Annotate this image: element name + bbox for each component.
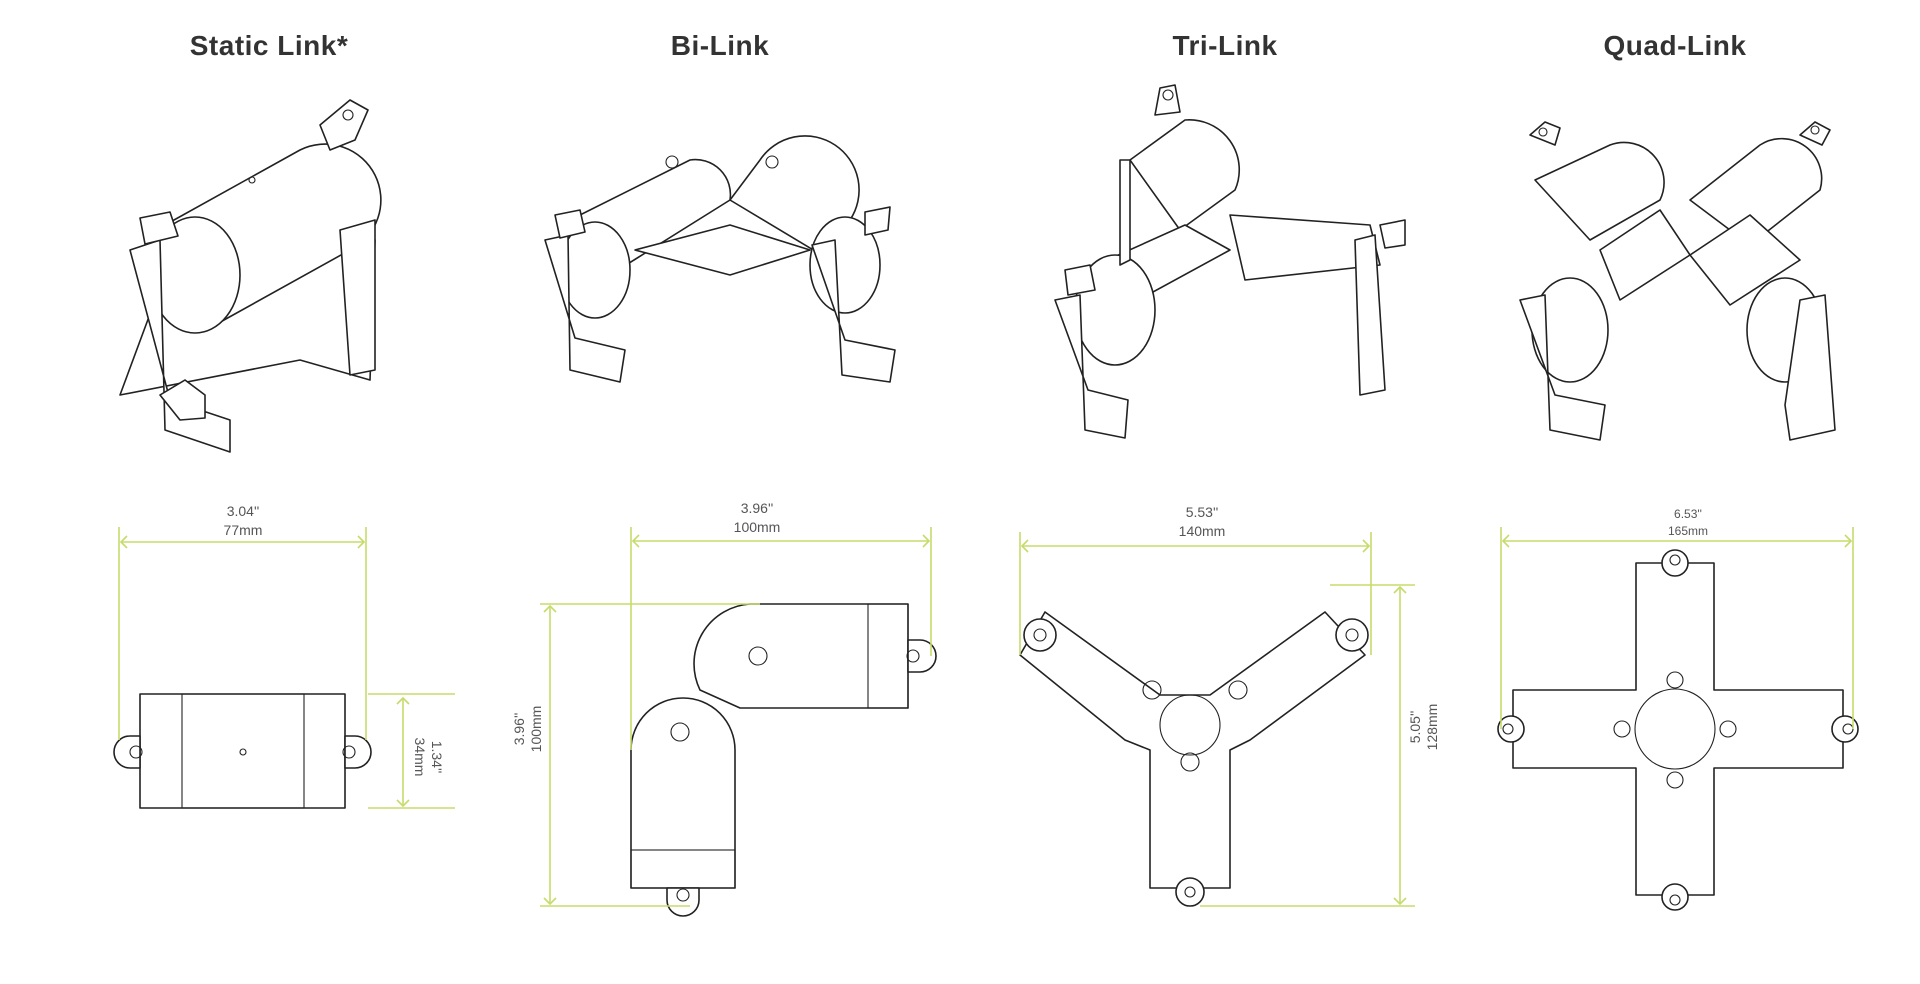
quad-link-top-view bbox=[1497, 549, 1859, 911]
static-link-width-label: 3.04'' 77mm bbox=[224, 502, 263, 540]
tri-link-iso-drawing bbox=[1054, 84, 1406, 439]
bi-link-iso-drawing bbox=[544, 135, 896, 383]
bi-link-width-in: 3.96'' bbox=[740, 500, 774, 516]
bi-link-width-mm: 100mm bbox=[733, 519, 781, 535]
bi-link-width-label: 3.96'' 100mm bbox=[734, 499, 781, 537]
tri-link-top-view bbox=[1019, 611, 1369, 907]
title-static-link: Static Link* bbox=[189, 30, 349, 61]
bi-link-top-view bbox=[630, 603, 937, 917]
static-link-iso-drawing bbox=[119, 99, 382, 453]
static-link-height-in: 1.34'' bbox=[429, 740, 445, 774]
tri-link-width-label: 5.53'' 140mm bbox=[1179, 503, 1226, 541]
dimension-lines bbox=[118, 527, 1854, 907]
quad-link-width-in: 6.53'' bbox=[1674, 507, 1702, 521]
title-quad-link: Quad-Link bbox=[1603, 30, 1747, 61]
title-tri-link: Tri-Link bbox=[1172, 30, 1278, 61]
tri-link-height-label: 5.05'' 128mm bbox=[1407, 687, 1441, 767]
tri-link-height-mm: 128mm bbox=[1424, 703, 1440, 751]
tri-link-height-in: 5.05'' bbox=[1407, 710, 1423, 744]
static-link-height-mm: 34mm bbox=[412, 737, 428, 777]
quad-link-width-mm: 165mm bbox=[1667, 524, 1709, 538]
quad-link-iso-drawing bbox=[1519, 121, 1836, 441]
bi-link-height-mm: 100mm bbox=[528, 705, 544, 753]
bi-link-height-label: 3.96'' 100mm bbox=[511, 689, 545, 769]
static-link-top-view bbox=[113, 693, 372, 809]
tri-link-width-in: 5.53'' bbox=[1185, 504, 1219, 520]
static-link-height-label: 1.34'' 34mm bbox=[411, 717, 445, 797]
tri-link-width-mm: 140mm bbox=[1178, 523, 1226, 539]
static-link-width-mm: 77mm bbox=[223, 522, 263, 538]
static-link-width-in: 3.04'' bbox=[226, 503, 260, 519]
bi-link-height-in: 3.96'' bbox=[511, 712, 527, 746]
quad-link-width-label: 6.53'' 165mm bbox=[1668, 506, 1708, 540]
title-bi-link: Bi-Link bbox=[670, 30, 770, 61]
